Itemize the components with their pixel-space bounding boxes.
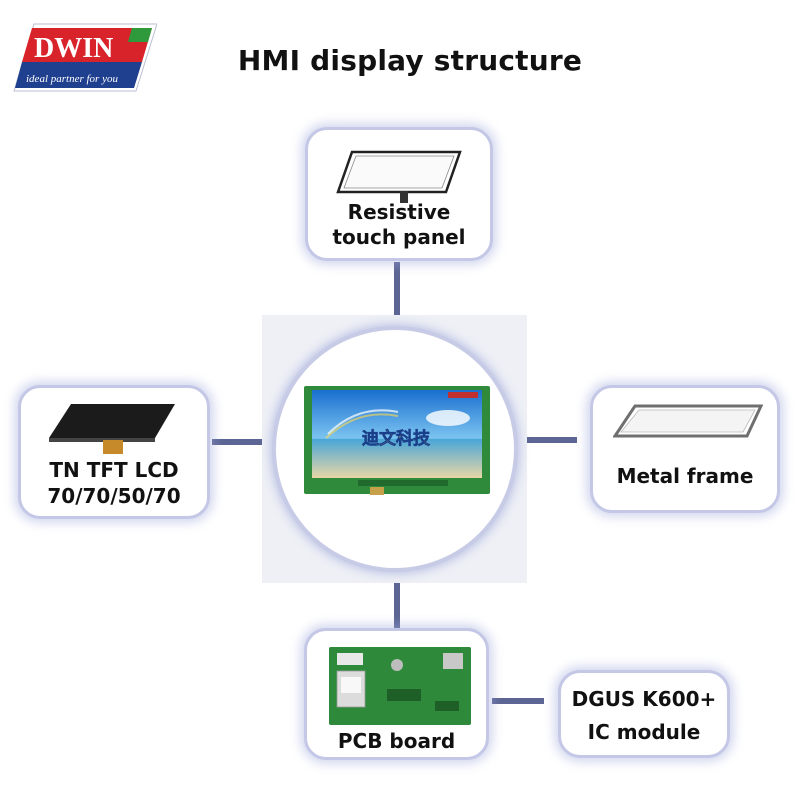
node-pcb-board: PCB board: [304, 628, 489, 760]
connector-top: [394, 262, 400, 317]
pcb-board-label: PCB board: [307, 729, 486, 754]
dwin-logo: DWIN ideal partner for you: [12, 20, 157, 95]
hmi-display-module-image: 迪文科技: [298, 384, 490, 499]
touch-panel-label-line1: Resistive: [308, 200, 490, 225]
connector-bottom: [394, 583, 400, 631]
screen-brand-text: 迪文科技: [362, 428, 431, 449]
node-resistive-touch-panel: Resistive touch panel: [305, 127, 493, 261]
connector-left: [212, 439, 262, 445]
node-metal-frame: Metal frame: [590, 385, 780, 513]
ic-module-label-line2: IC module: [561, 720, 727, 745]
lcd-label-line1: TN TFT LCD: [21, 458, 207, 483]
lcd-panel-image: [47, 400, 177, 456]
svg-text:DWIN: DWIN: [34, 33, 113, 64]
lcd-label-line2: 70/70/50/70: [21, 484, 207, 509]
page-title: HMI display structure: [200, 44, 620, 77]
ic-module-label-line1: DGUS K600+: [561, 687, 727, 712]
touch-panel-image: [336, 148, 464, 204]
connector-ic: [492, 698, 544, 704]
metal-frame-label: Metal frame: [593, 464, 777, 489]
node-tn-tft-lcd: TN TFT LCD 70/70/50/70: [18, 385, 210, 519]
node-ic-module: DGUS K600+ IC module: [558, 670, 730, 758]
connector-right: [527, 437, 577, 443]
svg-text:ideal partner for you: ideal partner for you: [26, 73, 118, 85]
metal-frame-image: [613, 402, 763, 442]
touch-panel-label-line2: touch panel: [308, 225, 490, 250]
pcb-board-image: [327, 645, 473, 729]
